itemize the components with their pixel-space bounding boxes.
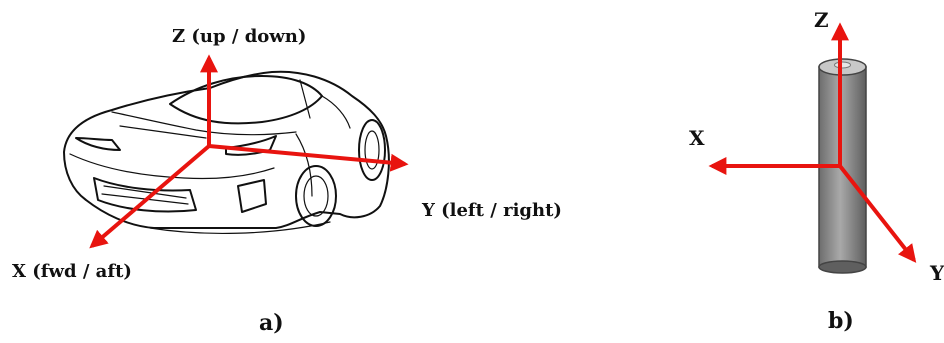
panel-a-label: a) [259,310,284,336]
z-axis-label: Z (up / down) [172,26,306,47]
panel-b: Z X Y b) [689,8,944,334]
panel-a: Z (up / down) Y (left / right) X (fwd / … [12,26,562,336]
panel-b-label: b) [828,308,854,334]
x-axis-label-b: X [689,126,705,150]
y-axis-label-b: Y [929,261,944,285]
car-illustration [63,70,390,235]
y-axis-arrow-b [838,164,917,263]
x-axis-label: X (fwd / aft) [12,261,132,282]
cylinder-illustration [818,58,867,274]
z-axis-label-b: Z [814,8,829,32]
y-axis-arrow [208,144,409,172]
x-axis-arrow [89,144,211,249]
y-axis-label: Y (left / right) [421,200,562,221]
